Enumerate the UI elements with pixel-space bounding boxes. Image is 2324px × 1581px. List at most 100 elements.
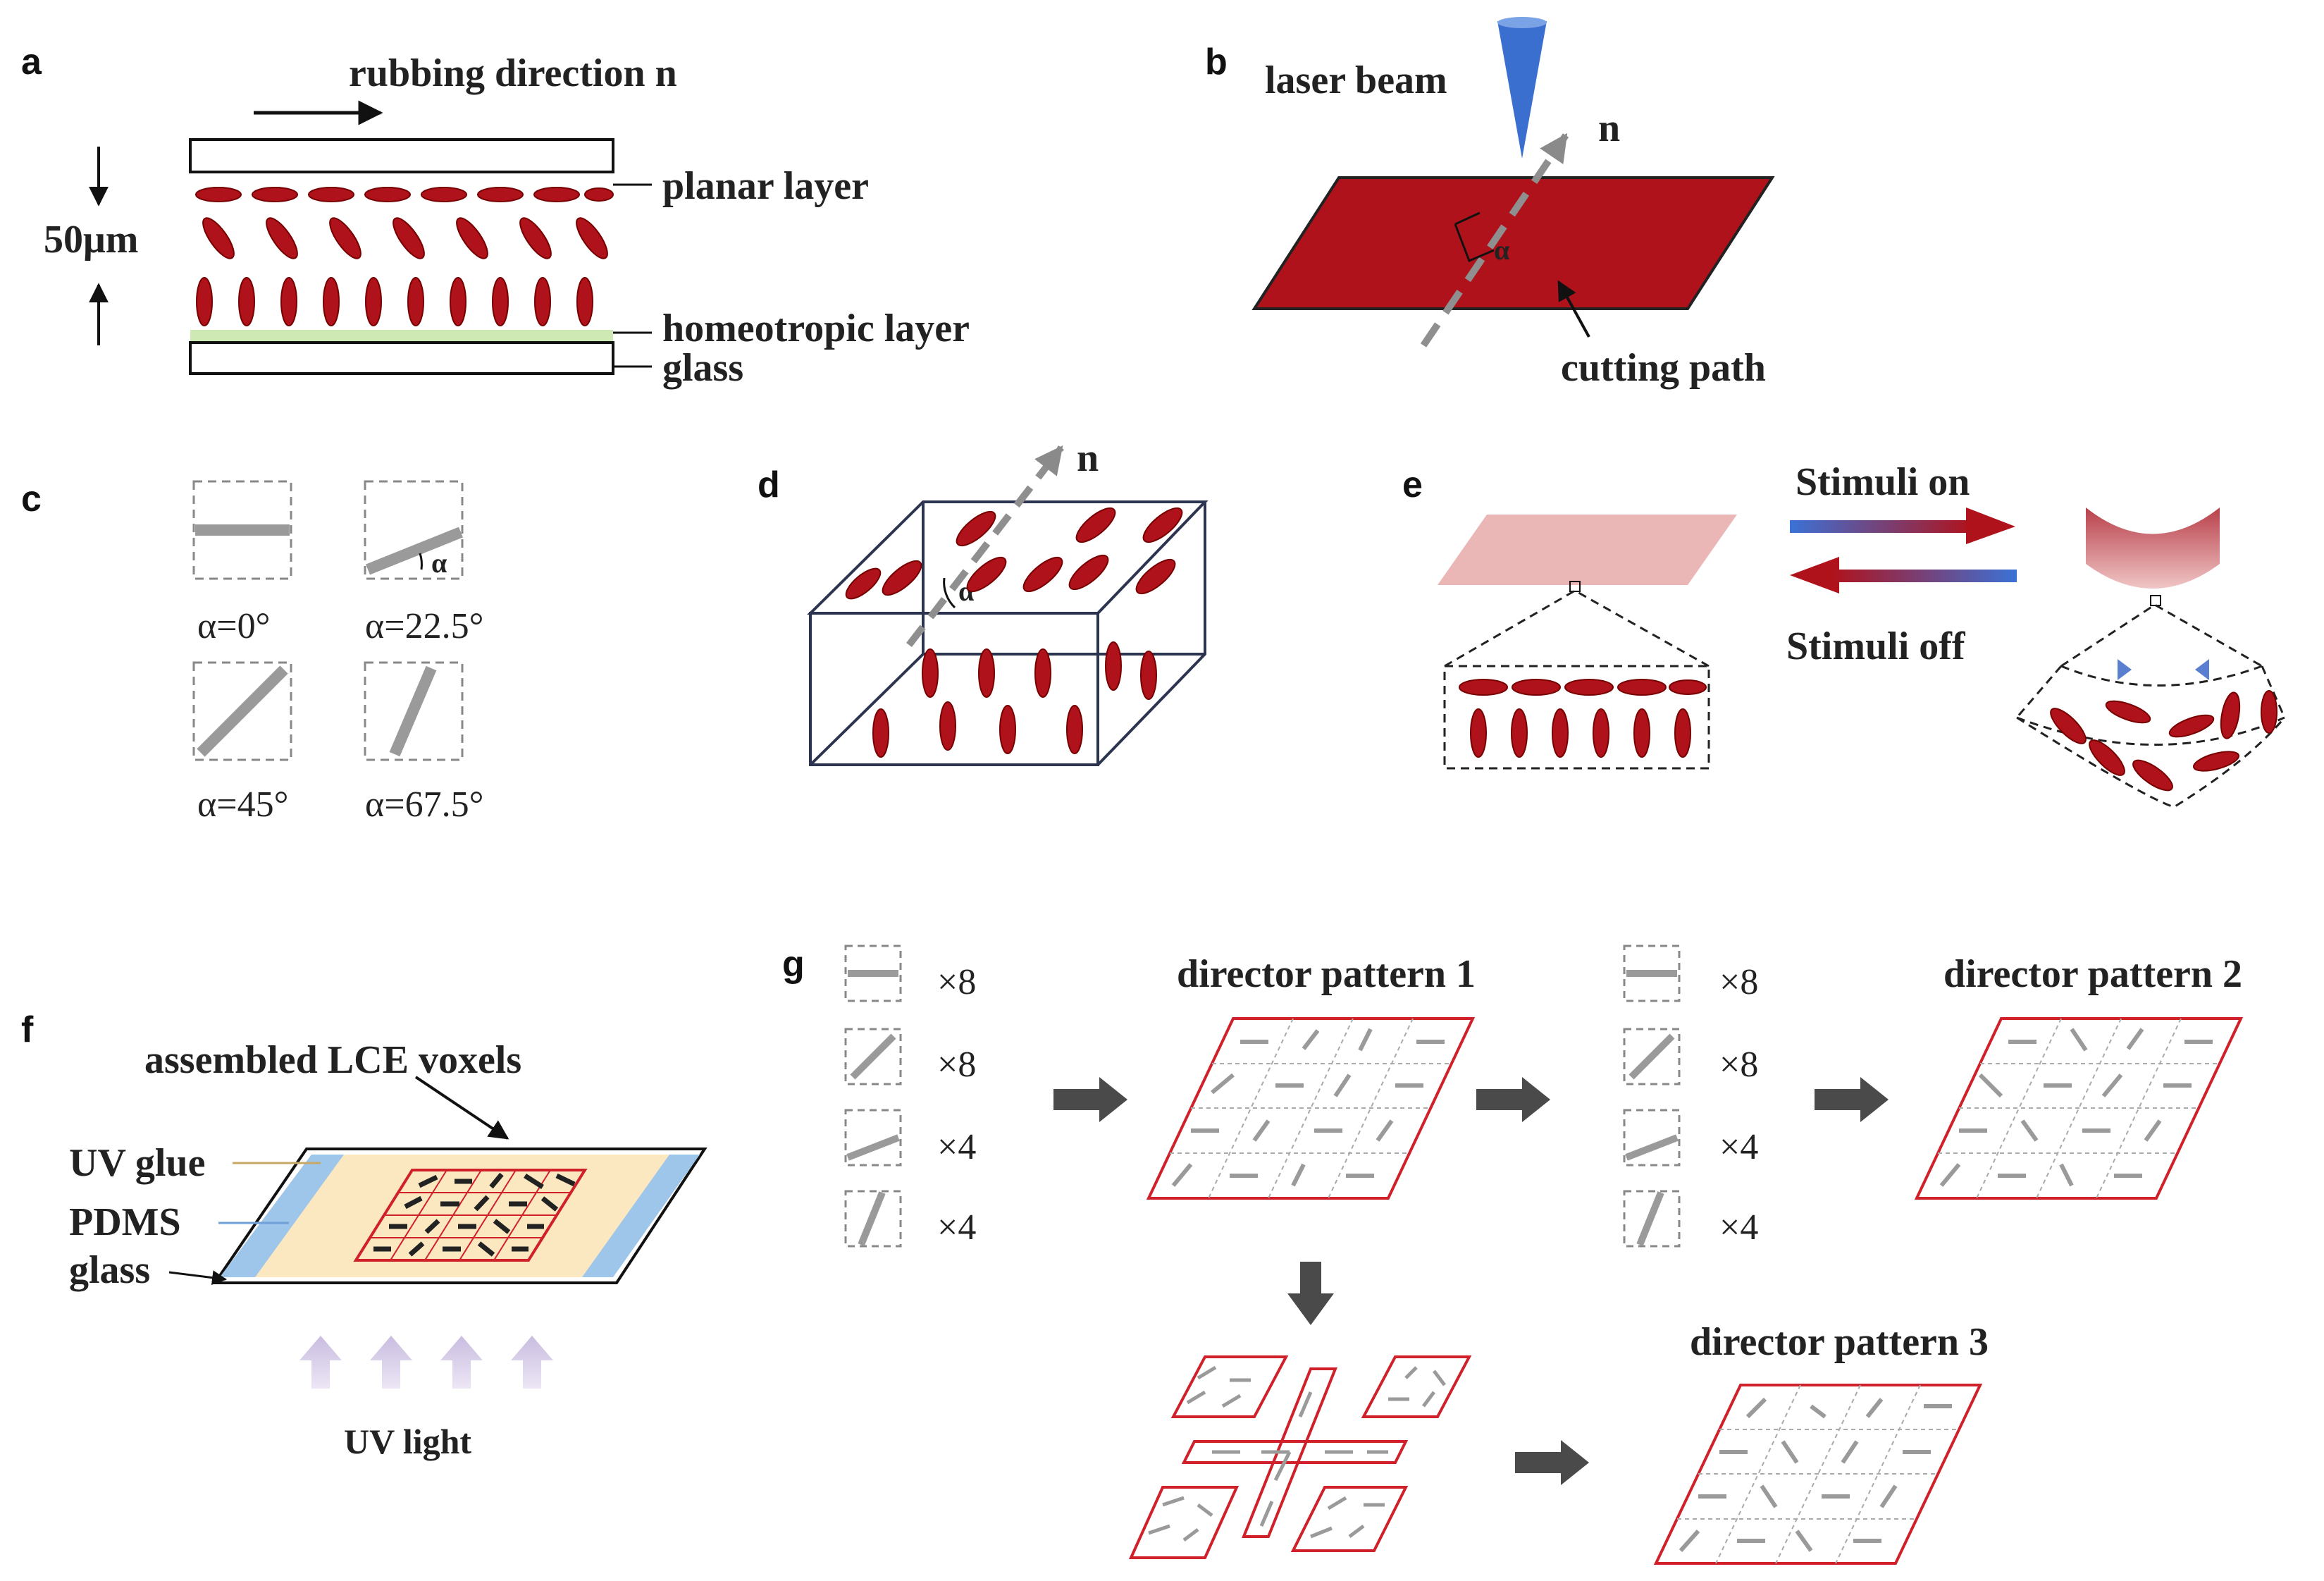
voxel-legend-2 xyxy=(1623,945,1681,1248)
angle-label-45: α=45° xyxy=(197,785,288,825)
cut-pieces-rods xyxy=(1148,1365,1446,1542)
panel-g: g ×8 ×8 ×4 ×4 director pattern 1 xyxy=(782,944,2244,1565)
pdms-label: PDMS xyxy=(69,1200,181,1244)
glass-label-a: glass xyxy=(662,346,743,390)
pattern-2-rods xyxy=(1939,1028,2213,1187)
pattern-2-label: director pattern 2 xyxy=(1943,952,2242,996)
flat-film xyxy=(1438,515,1737,585)
director-label-b: n⃗ xyxy=(1598,106,1651,150)
voxel-grid-f xyxy=(353,1169,588,1262)
glass-leader-f xyxy=(168,1270,228,1286)
pattern-1-rods xyxy=(1171,1028,1445,1187)
stimuli-on-bar xyxy=(1790,520,1973,533)
panel-label-c: c xyxy=(21,479,42,519)
angle-arc-c xyxy=(419,553,423,570)
angle-mark-b xyxy=(1454,211,1481,226)
homeotropic-layer xyxy=(190,330,613,341)
assembled-voxels-label: assembled LCE voxels xyxy=(144,1038,521,1082)
count-1-1: ×8 xyxy=(937,1045,976,1085)
rod-45 xyxy=(197,665,288,757)
count-2-2: ×4 xyxy=(1719,1127,1758,1167)
count-1-0: ×8 xyxy=(937,962,976,1002)
voxel-45 xyxy=(192,661,292,761)
curved-film xyxy=(2086,507,2220,589)
panel-label-a: a xyxy=(21,42,42,82)
panel-c: c α=0° α α=22.5° α=45° α=67.5° xyxy=(21,479,483,825)
homeotropic-label: homeotropic layer xyxy=(662,307,970,350)
stimuli-on-label: Stimuli on xyxy=(1795,460,1970,504)
director-pattern-2 xyxy=(1914,1017,2244,1200)
panel-label-f: f xyxy=(21,1009,34,1050)
pattern-3-rods xyxy=(1679,1397,1952,1552)
stimuli-off-arrowhead xyxy=(1790,557,1839,593)
voxel-22-5 xyxy=(364,480,464,580)
angle-box-b xyxy=(1454,223,1495,262)
arrow-to-pattern-3 xyxy=(1515,1440,1589,1485)
count-2-3: ×4 xyxy=(1719,1207,1758,1248)
arrow-to-pattern-1 xyxy=(1053,1077,1127,1122)
compress-arrow-right xyxy=(2195,659,2209,680)
count-1-2: ×4 xyxy=(937,1127,976,1167)
panel-d: d n⃗ α xyxy=(758,436,1209,766)
zoom-lines-curved xyxy=(2060,603,2263,668)
panel-label-b: b xyxy=(1205,42,1228,82)
lce-film xyxy=(1251,176,1775,310)
director-label-d: n⃗ xyxy=(1077,436,1130,480)
pdms-strip-left xyxy=(220,1155,344,1277)
angle-label-22-5: α=22.5° xyxy=(365,606,483,646)
cutting-path-arrow xyxy=(1420,133,1569,347)
director-pattern-1 xyxy=(1146,1017,1476,1200)
count-1-3: ×4 xyxy=(937,1207,976,1248)
compress-arrow-left xyxy=(2118,659,2132,680)
pattern-2-grid xyxy=(1938,1018,2220,1199)
lc-molecules-a xyxy=(195,187,614,326)
lc-molecules-d-top xyxy=(845,507,1183,600)
angle-label-67-5: α=67.5° xyxy=(365,785,483,825)
cutting-path-label: cutting path xyxy=(1561,346,1766,390)
alpha-label-b: α xyxy=(1494,234,1509,266)
voxel-marker-flat xyxy=(1569,581,1581,592)
planar-layer-label: planar layer xyxy=(662,164,869,208)
pattern-3-grid xyxy=(1677,1384,1959,1564)
voxel-marker-curved xyxy=(2150,595,2161,606)
uv-light-label: UV light xyxy=(344,1422,471,1461)
rubbing-direction-label: rubbing direction n⃗ xyxy=(349,51,707,95)
pattern-3-label: director pattern 3 xyxy=(1690,1320,1989,1364)
lc-molecules-e-flat xyxy=(1459,679,1707,758)
top-plate xyxy=(189,138,614,173)
laser-beam-top xyxy=(1497,17,1547,28)
panel-label-d: d xyxy=(758,465,780,505)
stimuli-on-arrowhead xyxy=(1966,507,2015,544)
thickness-label: 50μm xyxy=(44,218,138,262)
bottom-glass xyxy=(189,341,614,375)
zoom-box-flat xyxy=(1443,665,1710,770)
arrow-down-to-cut xyxy=(1287,1262,1334,1325)
stimuli-off-bar xyxy=(1832,570,2017,582)
director-pattern-3 xyxy=(1653,1384,1983,1565)
panel-b: b laser beam n⃗ α cutting path xyxy=(1205,17,1775,390)
zoom-box-curved xyxy=(2015,665,2286,808)
uv-light-arrows xyxy=(299,1336,553,1389)
angle-label-0: α=0° xyxy=(197,606,270,646)
arrow-to-pattern-2 xyxy=(1815,1077,1889,1122)
stimuli-off-label: Stimuli off xyxy=(1786,625,1966,668)
angle-arc-d xyxy=(943,577,956,609)
lc-molecules-e-curved xyxy=(2050,690,2277,792)
panel-f: f assembled LCE voxels UV glue xyxy=(21,1009,707,1461)
cut-pieces xyxy=(1128,1355,1472,1559)
count-2-0: ×8 xyxy=(1719,962,1758,1002)
pattern-1-label: director pattern 1 xyxy=(1177,952,1476,996)
voxel-legend-1 xyxy=(844,945,902,1248)
voxel-rods-f xyxy=(373,1172,576,1257)
voxel-67-5 xyxy=(364,661,464,761)
uv-glue-label: UV glue xyxy=(69,1141,205,1185)
laser-beam-cone xyxy=(1497,21,1547,159)
zoom-lines-flat xyxy=(1444,589,1710,668)
alpha-label-c: α xyxy=(431,547,447,579)
panel-e: e Stimuli on Stimuli off xyxy=(1402,460,2286,808)
panel-label-e: e xyxy=(1402,465,1423,505)
rod-22-5 xyxy=(366,527,463,575)
arrow-to-legend-2 xyxy=(1476,1077,1550,1122)
lc-molecules-d-bottom xyxy=(872,641,1157,758)
